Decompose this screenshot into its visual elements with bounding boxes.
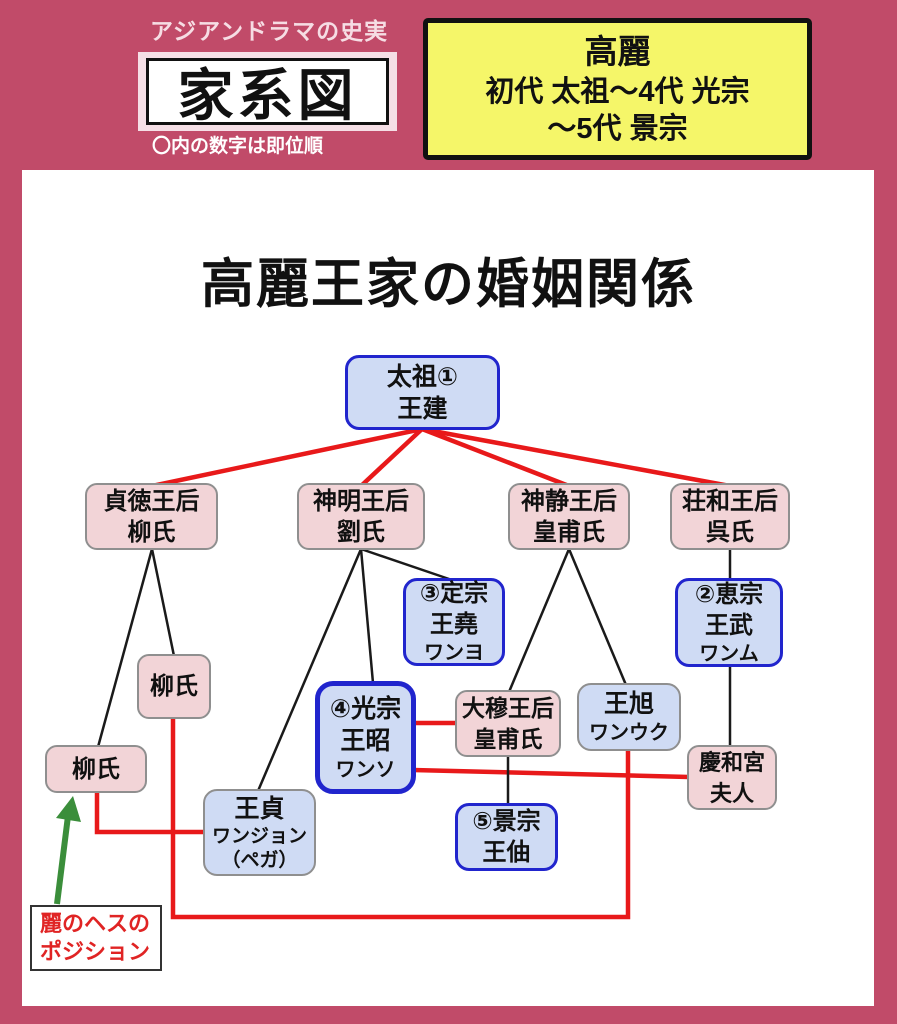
node-jeongjong-reading: ワンヨ xyxy=(424,642,484,664)
node-gyeongjong: ⑤景宗 王伷 xyxy=(455,803,558,871)
page-title: 家系図 xyxy=(177,64,358,127)
green-arrow xyxy=(54,796,81,905)
node-yu-upper: 柳氏 xyxy=(137,654,211,719)
node-wang-jeong-name: 王貞 xyxy=(234,794,285,823)
node-jeongjong-title: ③定宗 xyxy=(419,580,489,607)
era-line-1: 高麗 xyxy=(584,32,651,70)
marriage-lines xyxy=(94,426,731,920)
diagram-title: 高麗王家の婚姻関係 xyxy=(201,255,696,314)
node-daemok-name: 皇甫氏 xyxy=(473,725,543,752)
node-gyeongjong-name: 王伷 xyxy=(482,839,531,866)
node-taejo: 太祖① 王建 xyxy=(345,355,500,430)
node-wife-sinjeong: 神静王后 皇甫氏 xyxy=(508,483,630,550)
node-wife-jeongdeok-title: 貞徳王后 xyxy=(103,487,200,515)
title-box: 家系図 xyxy=(146,58,389,127)
node-taejo-title: 太祖① xyxy=(386,362,459,391)
node-taejo-name: 王建 xyxy=(397,394,448,423)
annotation-box: 麗のヘスの ポジション xyxy=(30,905,162,971)
header-tagline: アジアンドラマの史実 xyxy=(150,18,389,44)
node-wife-janghwa-name: 呉氏 xyxy=(706,518,754,546)
node-wife-janghwa-title: 荘和王后 xyxy=(682,487,778,515)
annotation-line-2: ポジション xyxy=(40,939,151,964)
title-frame: 家系図 xyxy=(138,52,397,131)
node-daemok: 大穆王后 皇甫氏 xyxy=(455,690,561,757)
node-gwangjong-reading: ワンソ xyxy=(335,758,396,781)
node-wife-sinjeong-title: 神静王后 xyxy=(521,487,617,515)
parent-child-lines xyxy=(96,547,732,805)
node-gwangjong-name: 王昭 xyxy=(340,726,391,755)
era-box: 高麗 初代 太祖～4代 光宗 ～5代 景宗 xyxy=(423,18,812,160)
node-wang-jeong-reading2: （ペガ） xyxy=(221,849,298,871)
node-hyejong-title: ②恵宗 xyxy=(694,580,764,608)
node-hyejong: ②恵宗 王武 ワンム xyxy=(675,578,783,667)
node-jeongjong: ③定宗 王堯 ワンヨ xyxy=(403,578,505,666)
node-wang-uk: 王旭 ワンウク xyxy=(577,683,681,751)
node-wife-sinmyeong: 神明王后 劉氏 xyxy=(297,483,425,550)
node-gyeongjong-title: ⑤景宗 xyxy=(472,808,541,835)
node-yu-lower: 柳氏 xyxy=(45,745,147,793)
era-line-3: ～5代 景宗 xyxy=(547,112,688,145)
node-jeongjong-name: 王堯 xyxy=(430,611,478,638)
node-yu-lower-name: 柳氏 xyxy=(72,755,120,783)
node-hyejong-reading: ワンム xyxy=(699,642,759,665)
node-daemok-title: 大穆王后 xyxy=(462,694,554,721)
node-yu-upper-name: 柳氏 xyxy=(150,673,198,700)
header-note: 〇内の数字は即位順 xyxy=(152,136,324,157)
node-wife-sinmyeong-name: 劉氏 xyxy=(337,518,385,546)
node-wife-sinjeong-name: 皇甫氏 xyxy=(533,518,605,546)
node-wang-jeong-reading: ワンジョン xyxy=(211,825,307,847)
node-gyeonghwagung: 慶和宮 夫人 xyxy=(687,745,777,810)
node-wife-sinmyeong-title: 神明王后 xyxy=(313,487,409,515)
node-gwangjong-title: ④光宗 xyxy=(329,694,402,723)
node-wife-jeongdeok-name: 柳氏 xyxy=(127,518,176,546)
era-line-2: 初代 太祖～4代 光宗 xyxy=(485,75,750,108)
node-wang-jeong: 王貞 ワンジョン （ペガ） xyxy=(203,789,316,876)
node-wang-uk-reading: ワンウク xyxy=(589,722,669,744)
node-wife-jeongdeok: 貞徳王后 柳氏 xyxy=(85,483,218,550)
node-gyeonghwagung-name: 夫人 xyxy=(709,780,754,806)
annotation-line-1: 麗のヘスの xyxy=(40,911,151,936)
node-hyejong-name: 王武 xyxy=(705,611,753,639)
node-gyeonghwagung-title: 慶和宮 xyxy=(698,749,765,775)
node-wang-uk-name: 王旭 xyxy=(603,690,654,718)
node-wife-janghwa: 荘和王后 呉氏 xyxy=(670,483,790,550)
node-gwangjong: ④光宗 王昭 ワンソ xyxy=(315,681,416,794)
